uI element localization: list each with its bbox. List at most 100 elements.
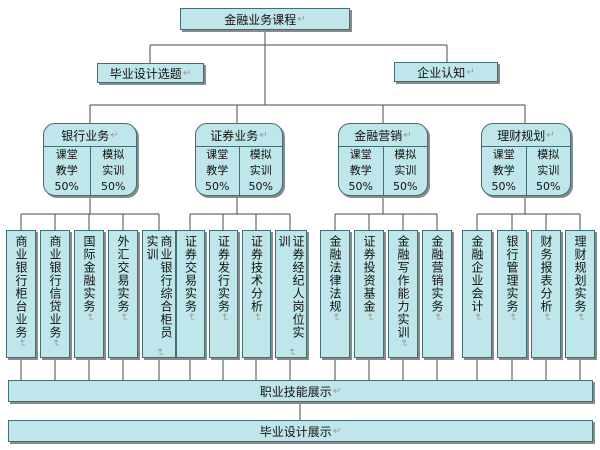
column-text: 教学 bbox=[206, 164, 229, 177]
return-mark-icon: ↵ bbox=[286, 347, 297, 357]
return-mark-icon: ↵ bbox=[472, 313, 483, 323]
return-mark-icon: ↵ bbox=[575, 313, 586, 323]
branch-node-financial-marketing: 金融营销↵ 课堂 教学 50% 模拟 实训 50% bbox=[338, 123, 428, 196]
root-label: 金融业务课程 bbox=[224, 12, 297, 27]
leaf-course: 金融营销实务↵ bbox=[422, 230, 452, 358]
column-percent: 50% bbox=[54, 180, 79, 193]
return-mark-icon: ↵ bbox=[297, 13, 306, 25]
return-mark-icon: ↵ bbox=[218, 313, 230, 323]
return-mark-icon: ↵ bbox=[154, 347, 165, 357]
return-mark-icon: ↵ bbox=[259, 129, 268, 141]
return-mark-icon: ↵ bbox=[118, 313, 129, 323]
return-mark-icon: ↵ bbox=[110, 129, 119, 141]
return-mark-icon: ↵ bbox=[507, 313, 518, 323]
return-mark-icon: ↵ bbox=[332, 425, 342, 437]
leaf-course: 金融企业会计↵ bbox=[462, 230, 492, 358]
return-mark-icon: ↵ bbox=[403, 129, 412, 141]
column-text: 教学 bbox=[349, 164, 372, 177]
simulation-training-column: 模拟 实训 50% bbox=[240, 147, 283, 195]
branch-node-wealth-planning: 理财规划↵ 课堂 教学 50% 模拟 实训 50% bbox=[481, 123, 571, 196]
column-percent: 50% bbox=[101, 180, 126, 193]
column-percent: 50% bbox=[393, 180, 418, 193]
leaf-course: 证券技术分析↵ bbox=[242, 230, 271, 358]
column-text: 模拟 bbox=[249, 148, 272, 161]
graduation-topic-label: 毕业设计选题 bbox=[109, 66, 182, 81]
branch-title: 证券业务 bbox=[210, 128, 259, 143]
leaf-course: 证券发行实务↵ bbox=[209, 230, 238, 358]
column-text: 教学 bbox=[492, 164, 515, 177]
return-mark-icon: ↵ bbox=[16, 339, 27, 349]
branch-title: 银行业务 bbox=[61, 128, 110, 143]
column-text: 实训 bbox=[249, 164, 272, 177]
leaf-course-label: 国际金融实务 bbox=[82, 235, 96, 313]
leaf-course-label: 证券技术分析 bbox=[249, 235, 264, 313]
leaf-course-label: 金融营销实务 bbox=[430, 235, 444, 313]
leaf-course-label: 证券交易实务 bbox=[183, 235, 198, 313]
leaf-course-label: 商业银行柜台业务 bbox=[14, 235, 28, 339]
branch-title: 金融营销 bbox=[354, 128, 403, 143]
leaf-course: 外汇交易实务↵ bbox=[108, 230, 138, 358]
node-skills-display: 职业技能展示↵ bbox=[8, 380, 593, 402]
classroom-teaching-column: 课堂 教学 50% bbox=[196, 147, 240, 195]
column-percent: 50% bbox=[248, 180, 273, 193]
column-text: 课堂 bbox=[206, 148, 229, 161]
column-text: 实训 bbox=[537, 164, 560, 177]
column-text: 模拟 bbox=[537, 148, 560, 161]
return-mark-icon: ↵ bbox=[84, 313, 95, 323]
leaf-course-label: 财务报表分析 bbox=[539, 235, 553, 313]
return-mark-icon: ↵ bbox=[182, 67, 192, 79]
return-mark-icon: ↵ bbox=[398, 339, 409, 349]
skills-display-label: 职业技能展示 bbox=[259, 384, 332, 399]
return-mark-icon: ↵ bbox=[432, 313, 443, 323]
return-mark-icon: ↵ bbox=[546, 129, 555, 141]
simulation-training-column: 模拟 实训 50% bbox=[384, 147, 428, 195]
column-text: 课堂 bbox=[349, 148, 372, 161]
return-mark-icon: ↵ bbox=[185, 313, 197, 323]
node-graduation-display: 毕业设计展示↵ bbox=[8, 420, 593, 442]
return-mark-icon: ↵ bbox=[330, 313, 341, 323]
enterprise-label: 企业认知 bbox=[417, 65, 466, 80]
leaf-course-label: 金融写作能力实训 bbox=[396, 235, 410, 339]
leaf-course-label: 理财规划实务 bbox=[573, 235, 587, 313]
column-text: 课堂 bbox=[492, 148, 515, 161]
root-node-finance-courses: 金融业务课程↵ bbox=[180, 8, 350, 30]
return-mark-icon: ↵ bbox=[364, 313, 375, 323]
column-text: 模拟 bbox=[394, 148, 417, 161]
leaf-course-label: 银行管理实务 bbox=[505, 235, 519, 313]
leaf-course-label: 外汇交易实务 bbox=[116, 235, 130, 313]
leaf-course-label: 金融法律法规 bbox=[328, 235, 342, 313]
leaf-course: 证券交易实务↵ bbox=[176, 230, 205, 358]
leaf-course-label: 商业银行信贷业务 bbox=[48, 235, 62, 339]
return-mark-icon: ↵ bbox=[466, 66, 475, 78]
leaf-course: 理财规划实务↵ bbox=[565, 230, 595, 358]
leaf-course: 证券经纪人岗位实训↵ bbox=[275, 230, 307, 358]
classroom-teaching-column: 课堂 教学 50% bbox=[44, 147, 91, 195]
leaf-course: 证券投资基金↵ bbox=[354, 230, 384, 358]
column-text: 模拟 bbox=[102, 148, 125, 161]
leaf-course: 商业银行综合柜员实训 ↵ bbox=[142, 230, 176, 358]
leaf-course-label: 商业银行综合柜员实训 bbox=[145, 235, 173, 339]
leaf-course-label: 金融企业会计 bbox=[470, 235, 484, 313]
graduation-display-label: 毕业设计展示 bbox=[259, 424, 332, 439]
column-percent: 50% bbox=[205, 180, 230, 193]
leaf-course: 国际金融实务↵ bbox=[74, 230, 104, 358]
column-percent: 50% bbox=[348, 180, 373, 193]
node-graduation-topic: 毕业设计选题↵ bbox=[97, 63, 204, 83]
column-text: 实训 bbox=[394, 164, 417, 177]
leaf-course: 金融写作能力实训↵ bbox=[388, 230, 418, 358]
column-text: 课堂 bbox=[55, 148, 78, 161]
leaf-course: 商业银行柜台业务↵ bbox=[6, 230, 36, 358]
return-mark-icon: ↵ bbox=[251, 313, 263, 323]
classroom-teaching-column: 课堂 教学 50% bbox=[339, 147, 384, 195]
column-percent: 50% bbox=[536, 180, 561, 193]
leaf-course: 财务报表分析↵ bbox=[531, 230, 561, 358]
branch-title: 理财规划 bbox=[497, 128, 546, 143]
simulation-training-column: 模拟 实训 50% bbox=[91, 147, 137, 195]
return-mark-icon: ↵ bbox=[541, 313, 552, 323]
leaf-course: 银行管理实务↵ bbox=[497, 230, 527, 358]
node-enterprise-cognition: 企业认知↵ bbox=[394, 62, 498, 82]
return-mark-icon: ↵ bbox=[332, 385, 342, 397]
leaf-course: 金融法律法规↵ bbox=[320, 230, 350, 358]
column-text: 教学 bbox=[55, 164, 78, 177]
leaf-course-label: 证券发行实务 bbox=[216, 235, 231, 313]
